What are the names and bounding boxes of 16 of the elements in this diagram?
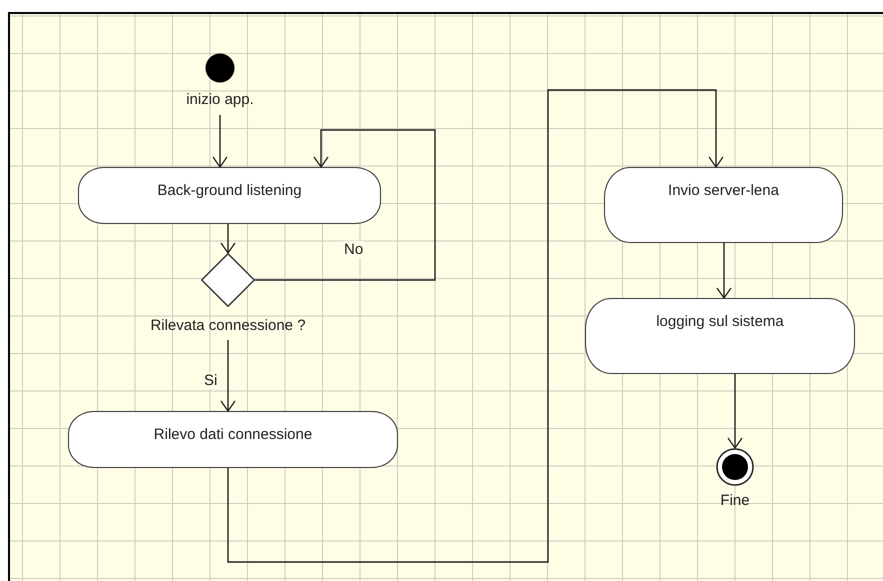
- activity-box: logging sul sistema: [585, 298, 855, 374]
- arrow: [212, 115, 228, 168]
- node-caption: inizio app.: [185, 91, 255, 108]
- activity-box: Invio server-lena: [604, 167, 843, 243]
- node-caption: Fine: [719, 492, 751, 509]
- arrow: [254, 129, 436, 281]
- arrow: [716, 243, 732, 299]
- node-caption: Rilevata connessione ?: [149, 317, 307, 334]
- arrow: [220, 224, 236, 254]
- edge-label: No: [343, 241, 364, 258]
- arrow: [220, 340, 236, 412]
- arrow: [227, 89, 724, 563]
- activity-box: Back-ground listening: [78, 167, 381, 224]
- edge-label: Si: [203, 372, 218, 389]
- activity-box: Rilevo dati connessione: [68, 411, 398, 468]
- arrow: [727, 374, 743, 449]
